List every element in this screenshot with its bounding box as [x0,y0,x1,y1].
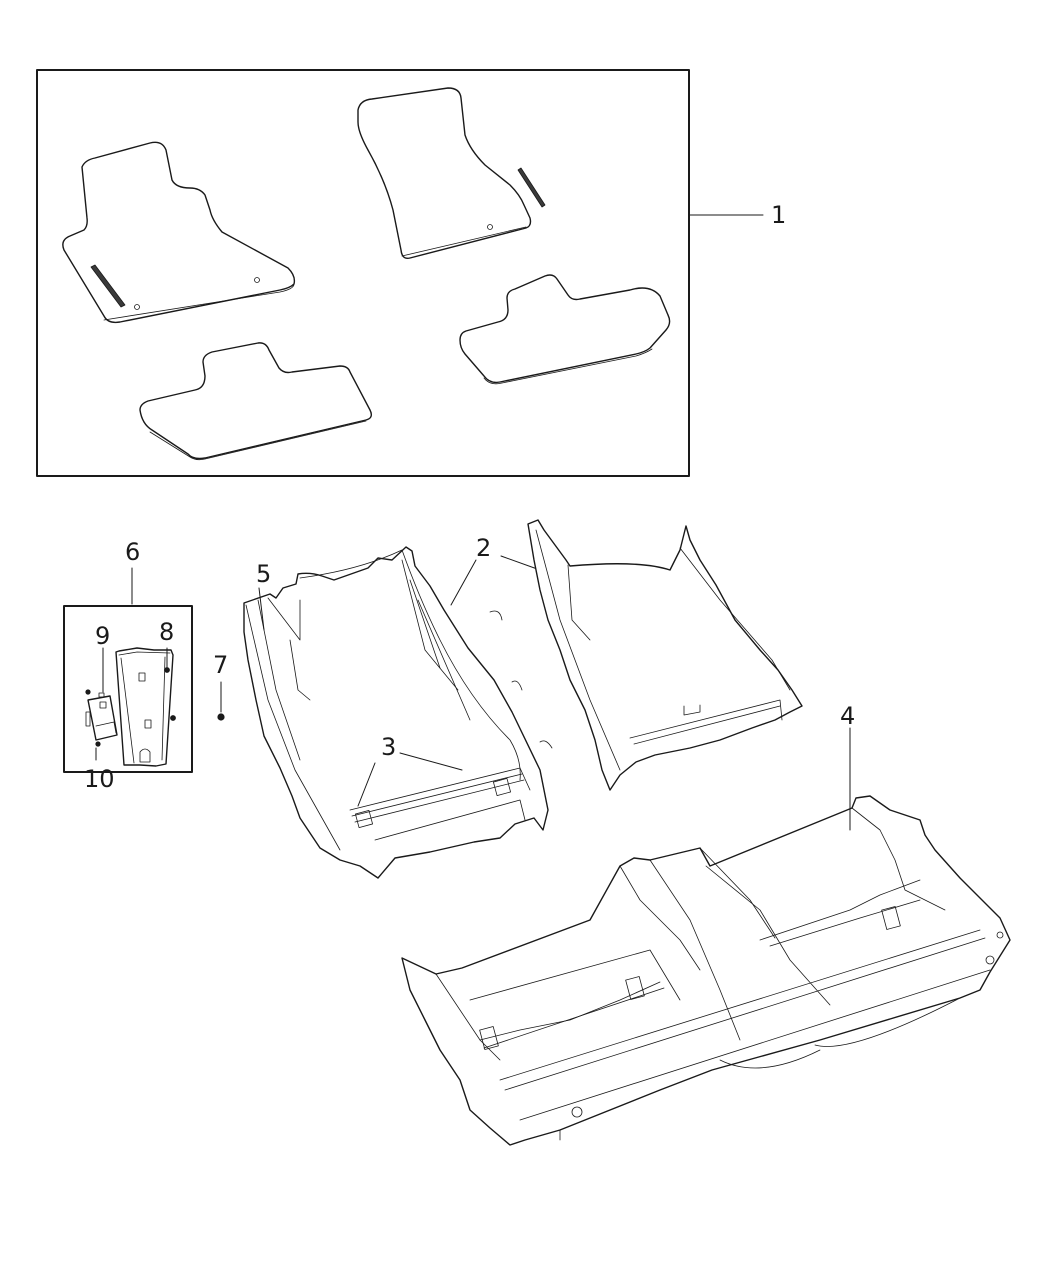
callout-5-leader [258,587,265,631]
callout-8: 8 [159,618,175,646]
callout-5: 5 [256,560,272,588]
callout-2-leader-b [500,555,541,571]
floor-mat-kit-group [36,69,764,477]
front-right-floor-mat [357,87,546,260]
rear-right-floor-mat [459,274,671,385]
callout-1: 1 [771,201,787,229]
callout-9: 9 [95,622,111,650]
callout-7: 7 [213,651,229,679]
module-unit [85,692,118,741]
callout-3: 3 [381,733,397,761]
front-left-floor-mat [62,141,296,324]
callout-3-leader-b [399,752,463,771]
rear-left-floor-mat [139,342,373,461]
front-floor-carpet-left [243,546,553,879]
callout-4: 4 [840,702,856,730]
module-bracket [115,647,174,767]
rear-floor-carpet [401,727,1011,1146]
floor-mat-kit-frame [36,69,690,477]
callout-3-leader-a [357,762,376,807]
callout-2-leader-a [450,559,477,606]
callout-6: 6 [125,538,141,566]
callout-10: 10 [84,765,115,793]
module-kit-group [63,567,193,773]
module-kit-frame [63,605,193,773]
fastener-7 [217,681,225,721]
callout-2: 2 [476,534,492,562]
front-floor-carpet-right [527,519,803,791]
